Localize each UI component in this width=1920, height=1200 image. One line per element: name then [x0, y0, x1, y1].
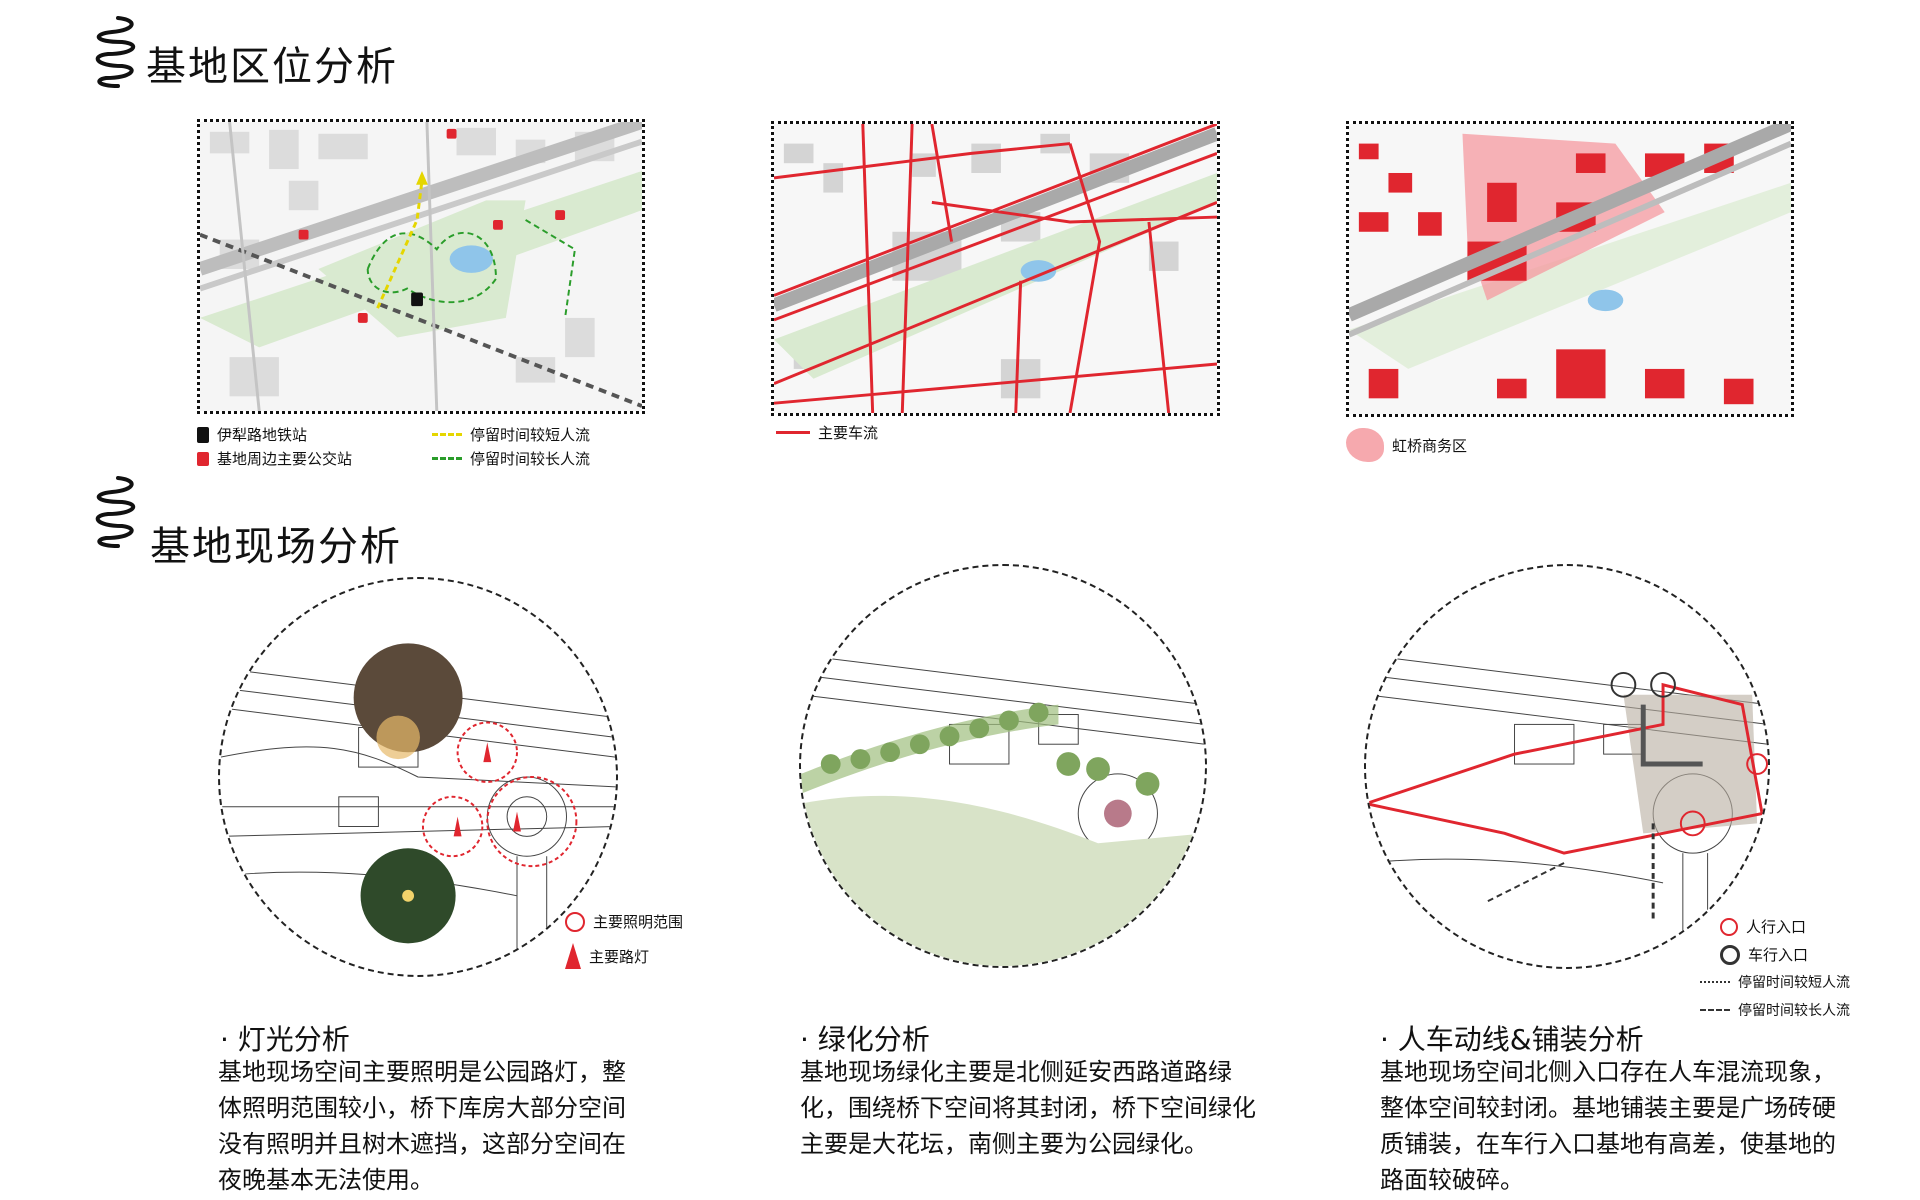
legend-traffic: 主要车流: [776, 422, 878, 443]
location-map: [197, 119, 645, 414]
green-dash-line: [432, 457, 462, 460]
gray-circle-swatch: [1720, 944, 1740, 965]
lighting-text: 基地现场空间主要照明是公园路灯，整体照明范围较小，桥下库房大部分空间没有照明并且…: [218, 1058, 626, 1194]
legend-short-stay-dotted: 停留时间较短人流: [1700, 972, 1850, 992]
greening-text: 基地现场绿化主要是北侧延安西路道路绿化，围绕桥下空间将其封闭，桥下空间绿化主要是…: [800, 1058, 1256, 1158]
legend-ped-entry: 人行入口: [1720, 916, 1806, 937]
legend-light-range: 主要照明范围: [565, 911, 683, 932]
lamp-icon: [565, 943, 581, 969]
dotted-line-swatch: [1700, 981, 1730, 983]
red-circle-swatch: [1720, 917, 1738, 936]
red-circle-swatch: [565, 911, 585, 932]
red-line-swatch: [776, 431, 810, 434]
yellow-dash-line: [432, 433, 462, 436]
squiggle-icon: [88, 474, 144, 550]
metro-icon: [197, 426, 209, 443]
squiggle-icon: [88, 14, 144, 90]
traffic-map: [771, 121, 1220, 416]
lighting-plan-circle: [218, 577, 618, 977]
legend-long-stay: 停留时间较长人流: [432, 448, 590, 469]
circulation-plan-circle: [1364, 564, 1770, 969]
legend-car-entry: 车行入口: [1720, 944, 1808, 965]
legend-bus: 基地周边主要公交站: [197, 448, 352, 469]
bus-icon: [197, 451, 209, 466]
section-title-location: 基地区位分析: [146, 44, 398, 90]
legend-metro: 伊犁路地铁站: [197, 424, 307, 445]
legend-long-stay-dashed: 停留时间较长人流: [1700, 1000, 1850, 1020]
dashed-line-swatch: [1700, 1009, 1730, 1011]
pink-blob-swatch: [1346, 428, 1384, 462]
section-title-site: 基地现场分析: [150, 524, 402, 570]
lighting-heading: · 灯光分析: [220, 1023, 350, 1056]
greening-plan-circle: [799, 564, 1207, 968]
circulation-text: 基地现场空间北侧入口存在人车混流现象，整体空间较封闭。基地铺装主要是广场砖硬质铺…: [1380, 1058, 1836, 1194]
legend-street-lamp: 主要路灯: [565, 943, 649, 969]
circulation-heading: · 人车动线&铺装分析: [1380, 1023, 1644, 1056]
legend-district: 虹桥商务区: [1346, 428, 1467, 462]
greening-heading: · 绿化分析: [800, 1023, 930, 1056]
legend-short-stay: 停留时间较短人流: [432, 424, 590, 445]
district-map: [1346, 121, 1794, 417]
